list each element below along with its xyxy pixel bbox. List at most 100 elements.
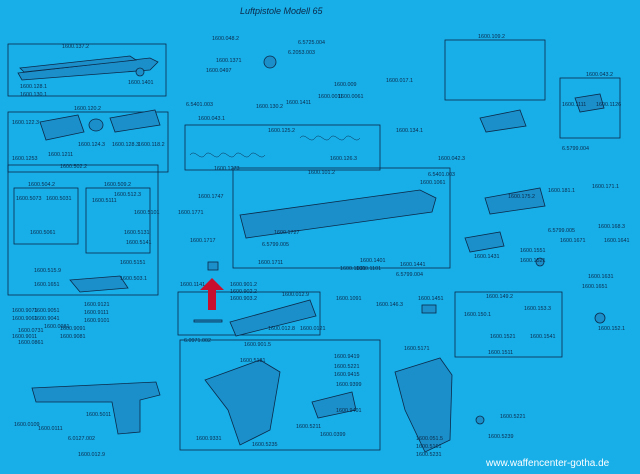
part-labels: 1600.137.2 1600.048.2 6.5725.004 6.2053.… [12, 34, 629, 458]
part-label: 1600.5011 [86, 412, 111, 418]
part-frame [31, 381, 161, 435]
part-label: 1600.901.2 [230, 282, 257, 288]
box-safety [454, 291, 563, 358]
part-label: 1600.9081 [60, 334, 85, 340]
part-grip-left [204, 359, 281, 446]
part-label: 1600.181.1 [548, 188, 575, 194]
part-label: 1600.1101 [356, 266, 381, 272]
box-rear-sight [559, 77, 621, 139]
part-label: 1600.1441 [400, 262, 425, 268]
part-label: 1600.1401 [128, 80, 153, 86]
part-label: 1600.1727 [274, 230, 299, 236]
part-label: 1600.130.1 [20, 92, 47, 98]
part-label: 1600.9415 [334, 372, 359, 378]
part-label: 1600.1126 [596, 102, 621, 108]
part-grip-right [394, 357, 453, 453]
part-label: 1600.012.8 [268, 326, 295, 332]
part-label: 1600.1451 [418, 296, 443, 302]
part-label: 1600.1111 [562, 102, 586, 108]
part-screw-1 [263, 55, 277, 69]
part-label: 1600.902.2 [230, 289, 257, 295]
part-label: 6.0971.002 [184, 338, 211, 344]
part-label: 1600.0109 [14, 422, 39, 428]
part-spring-left [189, 152, 266, 158]
part-barrel-cover-top [19, 55, 138, 73]
part-label: 1600.1211 [48, 152, 73, 158]
part-label: 1600.1091 [336, 296, 361, 302]
part-safety-block [484, 187, 546, 215]
part-label: 1600.1521 [490, 334, 515, 340]
part-label: 1600.1631 [588, 274, 613, 280]
part-label: 1600.012.9 [78, 452, 105, 458]
part-label: 6.5401.003 [186, 102, 213, 108]
part-label: 1600.150.1 [464, 312, 491, 318]
part-screw-5 [475, 415, 485, 425]
part-label: 1600.5231 [416, 452, 441, 458]
part-label: 1600.1273 [214, 166, 239, 172]
part-label: 1600.0011 [318, 94, 343, 100]
part-label: 1600.5131 [124, 230, 149, 236]
box-trigger-sub-b [85, 187, 151, 254]
part-label: 1600.0399 [320, 432, 345, 438]
part-label: 1600.9051 [34, 308, 59, 314]
part-label: 1600.124.3 [78, 142, 105, 148]
part-pin-block [207, 261, 219, 271]
part-label: 6.5799.004 [396, 272, 423, 278]
part-cylinder [39, 114, 85, 141]
part-label: 1600.5181 [240, 358, 265, 364]
part-label: 1600.0061 [338, 94, 363, 100]
part-label: 1600.128.1 [20, 84, 47, 90]
box-receiver [232, 167, 451, 269]
part-label: 1600.128.3 [112, 142, 139, 148]
part-label: 1600.152.1 [598, 326, 625, 332]
part-rear-sight [574, 93, 605, 113]
highlight-arrow-icon [200, 278, 224, 310]
part-label: 1600.012.9 [282, 292, 309, 298]
part-label: 1600.042.3 [438, 156, 465, 162]
part-screw-3 [535, 257, 545, 267]
part-label: 1600.903.2 [230, 296, 257, 302]
part-label: 1600.0121 [300, 326, 325, 332]
part-label: 1600.502.2 [60, 164, 87, 170]
part-label: 1600.009 [334, 82, 356, 88]
part-label: 1600.101.2 [308, 170, 335, 176]
part-label: 1600.503.1 [120, 276, 147, 282]
part-label: 1600.9401 [336, 408, 361, 414]
part-label: 1600.122.3 [12, 120, 39, 126]
part-label: 1600.9091 [60, 326, 85, 332]
box-left-grip [179, 339, 381, 451]
part-label: 1600.9419 [334, 354, 359, 360]
part-label: 1600.5235 [252, 442, 277, 448]
part-label: 1600.9061 [12, 316, 37, 322]
part-label: 1600.1551 [520, 248, 545, 254]
part-label: 1600.109.2 [478, 34, 505, 40]
box-trigger-sub-a [13, 187, 79, 245]
part-label: 1600.1401 [360, 258, 385, 264]
part-label: 6.0127.002 [68, 436, 95, 442]
diagram-title: Luftpistole Modell 65 [240, 6, 324, 16]
box-cylinder [7, 111, 169, 173]
part-label: 1600.5061 [30, 230, 55, 236]
part-label: 1600.1431 [474, 254, 499, 260]
part-label: 1600.126.3 [330, 156, 357, 162]
part-label: 1600.0111 [38, 426, 63, 432]
part-label: 6.5725.004 [298, 40, 325, 46]
part-label: 1600.1641 [604, 238, 629, 244]
part-trigger-rod [464, 231, 505, 253]
part-receiver [239, 189, 437, 239]
part-label: 1600.1711 [258, 260, 283, 266]
box-sight [444, 39, 546, 101]
part-label: 1600.5101 [134, 210, 159, 216]
part-label: 1600.118.2 [138, 142, 165, 148]
website-footer: www.waffencenter-gotha.de [485, 458, 610, 469]
part-label: 1600.1717 [190, 238, 215, 244]
part-label: 1600.5239 [488, 434, 513, 440]
part-label: 1600.5171 [404, 346, 429, 352]
part-label: 1600.5211 [296, 424, 321, 430]
part-label: 6.5799.005 [548, 228, 575, 234]
part-label: 6.2053.003 [288, 50, 315, 56]
part-label: 1600.146.3 [376, 302, 403, 308]
part-label: 1600.901.5 [244, 342, 271, 348]
